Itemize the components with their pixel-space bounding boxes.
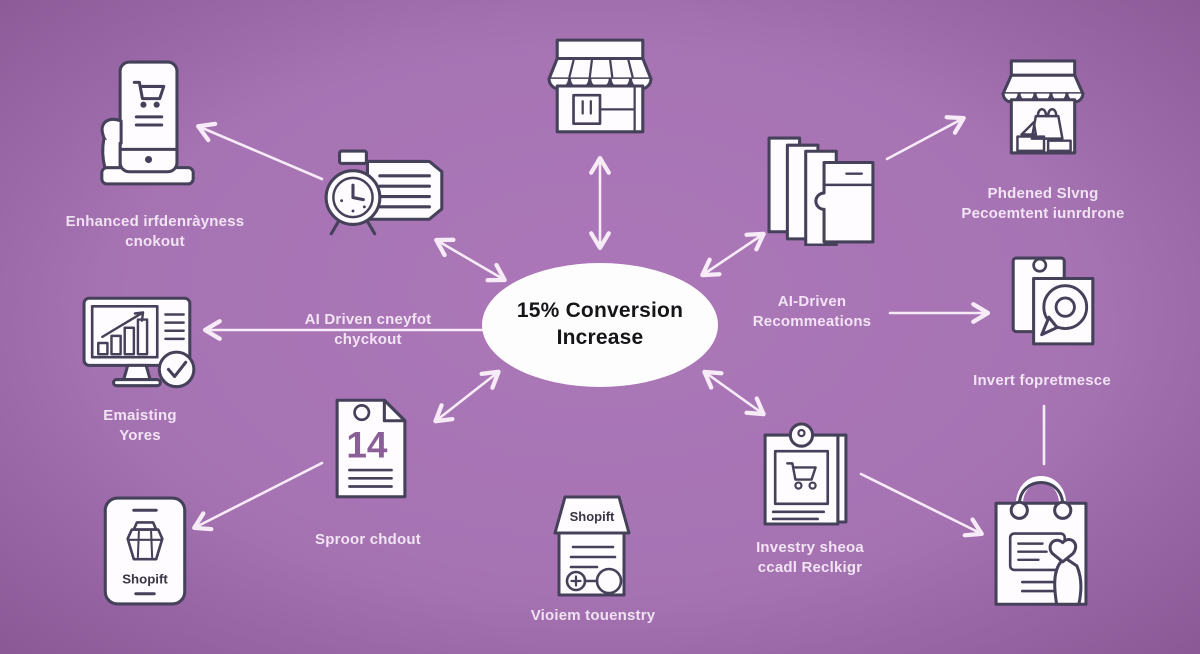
arrow-clipboard-bag — [859, 472, 984, 538]
inventory-tracking-label: Investry sheoa ccadl Reclkigr — [756, 539, 864, 576]
arrow-center-docs — [700, 231, 766, 278]
video-inventory-label: Vioiem touenstry — [530, 607, 656, 624]
shopping-bag-icon — [994, 476, 1088, 606]
recommendation-cards-icon — [767, 136, 875, 246]
mobile-checkout-label: Enhanced irfdenràyness cnokout — [65, 213, 245, 250]
performance-label: Invert fopretmesce — [973, 372, 1111, 389]
shopify-phone-text: Shopift — [122, 572, 168, 587]
smart-checkout-label: Sproor chdout — [315, 531, 421, 548]
personalized-label: Phdened Slvng Pecoemtent iunrdrone — [961, 185, 1125, 222]
performance-report-icon — [1011, 256, 1095, 346]
storefront-icon — [547, 38, 653, 134]
ai-checkout-label: AI Driven cneyfot chyckout — [304, 311, 432, 348]
arrow-center-clipboard — [702, 369, 766, 417]
personalized-store-icon — [1001, 59, 1085, 155]
timed-offer-icon — [324, 149, 444, 236]
shopify-inventory-box-icon: Shopift — [553, 495, 631, 597]
mobile-checkout-icon — [100, 60, 195, 186]
arrow-center-doc14 — [433, 369, 501, 424]
calendar-number-text: 14 — [346, 425, 388, 466]
shopify-app-icon: Shopift — [103, 496, 187, 606]
conversion-title-line1: 15% Conversion — [516, 299, 684, 323]
arrow-to-shopify-phone — [192, 461, 324, 532]
arrow-docs-store — [885, 115, 966, 161]
center-conversion-bubble: 15% Conversion Increase — [482, 263, 718, 387]
analytics-monitor-icon — [82, 296, 196, 389]
recommendations-label: AI-Driven Recommeations — [752, 293, 872, 330]
existing-stores-label: Emaisting Yores — [103, 407, 177, 444]
conversion-title-line2: Increase — [556, 326, 644, 349]
inventory-clipboard-icon — [763, 422, 848, 526]
shopify-box-text: Shopift — [570, 509, 615, 524]
arrow-clock-center — [434, 237, 507, 283]
calendar-doc-icon: 14 — [335, 398, 407, 499]
arrow-to-mobile-checkout — [196, 121, 324, 181]
